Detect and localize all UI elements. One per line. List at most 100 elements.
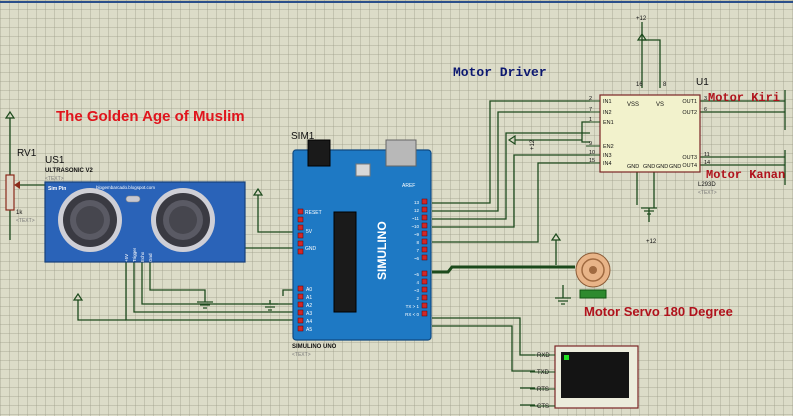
u1-right-pin-label: OUT1 (682, 99, 697, 105)
digital-pin-pad[interactable] (421, 214, 428, 221)
header-pad (297, 240, 304, 247)
u1-right-pin-number: 3 (704, 96, 707, 102)
terminal-pin-label: RXD (537, 353, 550, 359)
us1-part: ULTRASONIC V2 (45, 168, 94, 174)
header-pad (297, 208, 304, 215)
u1-gnd-label: GND (627, 164, 639, 170)
us1-pin-label: +5V (124, 254, 129, 262)
digital-pin-pad[interactable] (421, 286, 428, 293)
digital-pin-pad[interactable] (421, 198, 428, 205)
digital-pin-label: TX > 1 (406, 304, 420, 309)
u1-left-pin-number: 15 (589, 158, 595, 164)
digital-pin-label: RX < 0 (405, 312, 419, 317)
digital-pin-label: 4 (416, 280, 419, 285)
sim1-pcb (292, 149, 432, 341)
sim1-ref: SIM1 (291, 131, 315, 142)
header-pad (297, 224, 304, 231)
servo-connector (579, 289, 607, 299)
power-label-top: +12 (636, 16, 647, 22)
u1-part: L293D (698, 182, 716, 188)
u1-left-pin-label: IN1 (603, 99, 612, 105)
u1-top-label: VSS (627, 102, 639, 108)
digital-pin-pad[interactable] (421, 238, 428, 245)
header-pad (297, 232, 304, 239)
reset-button (355, 163, 371, 177)
u1-left-pin-number: 1 (589, 117, 592, 123)
terminal-pin-label: CTS (537, 404, 549, 410)
digital-pin-pad[interactable] (421, 246, 428, 253)
analog-pin-pad[interactable] (297, 325, 304, 332)
rv1-potentiometer[interactable]: RV1 1k <TEXT> (5, 148, 37, 224)
digital-pin-label: ~3 (414, 288, 420, 293)
us1-pin-label: Trigger (132, 247, 137, 262)
u1-ref: U1 (696, 77, 709, 88)
simulino-logo: SIMULINO (375, 221, 389, 280)
power-symbols (4, 32, 657, 311)
digital-pin-label: 7 (416, 248, 419, 253)
digital-pin-pad[interactable] (421, 254, 428, 261)
u1-left-pin-number: 2 (589, 96, 592, 102)
ultrasonic-sensor[interactable]: US1 ULTRASONIC V2 <TEXT> Sim Pin blogemb… (44, 155, 246, 263)
digital-pin-pad[interactable] (421, 278, 428, 285)
rv1-body (5, 174, 15, 211)
analog-pin-label: A1 (306, 295, 312, 301)
servo-motor[interactable]: Motor Servo 180 Degree (575, 252, 733, 319)
power-label-en: +12 (530, 139, 536, 150)
u1-right-pin-number: 14 (704, 160, 710, 166)
atmega-chip (333, 211, 357, 313)
analog-pin-pad[interactable] (297, 317, 304, 324)
sim1-power-headers (297, 208, 304, 255)
terminal-led (564, 355, 569, 360)
arduino-uno-board[interactable]: SIM1 SIMULINO RESET 5V GND AREF A0A1A2A3… (291, 131, 432, 358)
analog-pin-label: A0 (306, 287, 312, 293)
u1-left-pin-number: 10 (589, 150, 595, 156)
sim1-board-label: SIMULINO UNO (292, 344, 337, 350)
rv1-wiper-arrow (14, 181, 20, 189)
analog-pin-pad[interactable] (297, 309, 304, 316)
us1-text-placeholder: <TEXT> (45, 176, 64, 182)
motor-driver-label: Motor Driver (453, 65, 547, 80)
motor-right-label: Motor Kanan (706, 168, 785, 182)
sim1-header-label: RESET (305, 210, 322, 216)
u1-right-pin-label: OUT2 (682, 110, 697, 116)
analog-pin-pad[interactable] (297, 285, 304, 292)
analog-pin-label: A2 (306, 303, 312, 309)
digital-pin-pad[interactable] (421, 310, 428, 317)
digital-pin-label: ~5 (414, 272, 420, 277)
digital-pin-pad[interactable] (421, 302, 428, 309)
digital-pin-pad[interactable] (421, 270, 428, 277)
u1-top-label: VS (656, 102, 664, 108)
terminal-pin-label: RTS (537, 387, 549, 393)
terminal-screen (561, 352, 629, 398)
digital-pin-pad[interactable] (421, 294, 428, 301)
digital-pin-pad[interactable] (421, 230, 428, 237)
rv1-text-placeholder: <TEXT> (16, 218, 35, 224)
analog-pin-pad[interactable] (297, 301, 304, 308)
u1-left-pin-label: EN2 (603, 144, 614, 150)
servo-ring (581, 258, 605, 282)
sim1-header-label: GND (305, 246, 317, 252)
analog-pin-pad[interactable] (297, 293, 304, 300)
us1-crystal (125, 195, 141, 203)
analog-pin-label: A3 (306, 311, 312, 317)
us1-pin-label: Echo (140, 251, 145, 262)
digital-pin-label: 8 (416, 240, 419, 245)
sim1-header-label: 5V (306, 229, 313, 235)
transducer-left (58, 188, 122, 252)
rv1-ref: RV1 (17, 148, 37, 159)
header-pad (297, 248, 304, 255)
digital-pin-pad[interactable] (421, 222, 428, 229)
u1-left-pin-label: IN3 (603, 153, 612, 159)
u1-right-pin-number: 6 (704, 107, 707, 113)
us1-sim-pin: Sim Pin (48, 186, 66, 192)
u1-text-placeholder: <TEXT> (698, 190, 717, 196)
u1-gnd-label: GND (656, 164, 668, 170)
digital-pin-pad[interactable] (421, 206, 428, 213)
sim1-header-label: AREF (402, 183, 415, 189)
